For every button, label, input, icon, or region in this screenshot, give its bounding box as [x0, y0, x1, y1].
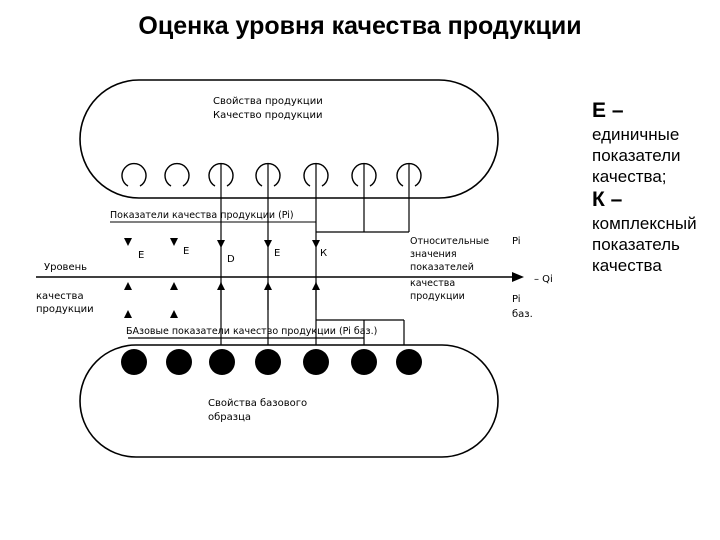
marker-k: К	[320, 248, 327, 259]
down-arrowheads	[124, 238, 320, 248]
relative-line4: качества	[410, 278, 455, 289]
qi-label: – Qi	[534, 274, 553, 285]
legend: Е – единичные показатели качества; К – к…	[592, 98, 717, 276]
pi-label: Pi	[512, 236, 521, 247]
bottom-circle	[255, 349, 281, 375]
legend-e-letter: Е –	[592, 99, 624, 122]
quality-label-2: продукции	[36, 304, 94, 315]
quality-label-1: качества	[36, 291, 84, 302]
legend-e-desc-3: качества;	[592, 167, 667, 186]
bottom-circle	[351, 349, 377, 375]
marker-e2: Е	[183, 246, 189, 257]
legend-k-letter: К –	[592, 188, 623, 211]
relative-line5: продукции	[410, 291, 465, 302]
bottom-circle	[303, 349, 329, 375]
relative-line3: показателей	[410, 262, 474, 273]
legend-k-desc-3: качества	[592, 256, 662, 275]
base-sample-label-2: образца	[208, 412, 251, 423]
product-quality-label: Качество продукции	[213, 110, 322, 121]
base-indicators-label: БАзовые показатели качество продукции (P…	[126, 326, 377, 337]
bottom-circle	[396, 349, 422, 375]
bottom-circles	[121, 349, 422, 375]
bottom-connectors	[128, 282, 405, 360]
base-sample-label-1: Свойства базового	[208, 398, 307, 409]
legend-k-desc-2: показатель	[592, 235, 680, 254]
marker-d: D	[227, 254, 235, 265]
bottom-circle	[121, 349, 147, 375]
legend-k-desc-1: комплексный	[592, 214, 697, 233]
page-title: Оценка уровня качества продукции	[138, 12, 582, 40]
up-arrowheads	[124, 282, 320, 318]
top-circle	[121, 162, 147, 187]
product-properties-oval	[79, 79, 499, 199]
product-properties-label: Свойства продукции	[213, 96, 323, 107]
top-circle	[164, 162, 190, 187]
pi-base-label-2: баз.	[512, 309, 533, 320]
bottom-circle	[209, 349, 235, 375]
legend-e-desc-2: показатели	[592, 146, 681, 165]
indicators-label: Показатели качества продукции (Pi)	[110, 210, 294, 221]
relative-line1: Относительные	[410, 236, 489, 247]
legend-e-desc-1: единичные	[592, 125, 680, 144]
marker-e1: Е	[138, 250, 144, 261]
marker-e3: Е	[274, 248, 280, 259]
level-axis-arrowhead	[512, 272, 524, 282]
level-label: Уровень	[44, 262, 87, 273]
bottom-circle	[166, 349, 192, 375]
relative-line2: значения	[410, 249, 457, 260]
pi-base-label-1: Pi	[512, 294, 521, 305]
